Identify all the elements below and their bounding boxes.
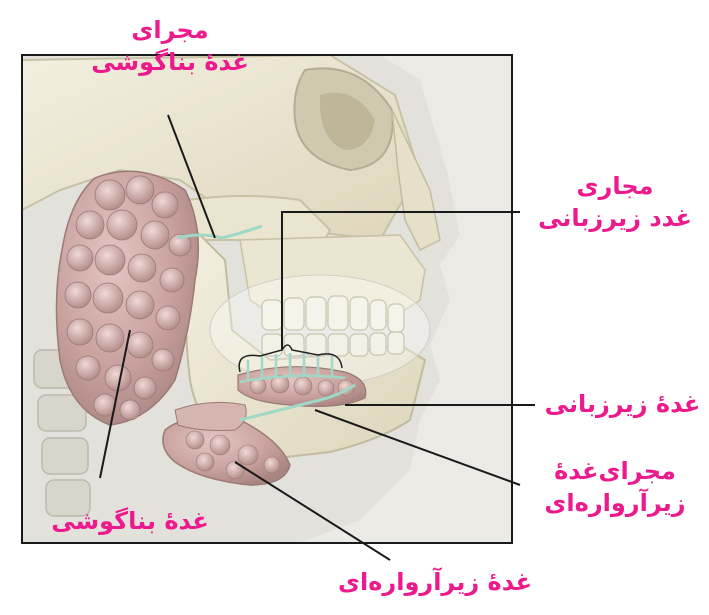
label-submandibular-duct: مجرای‌غدهٔ زیرآرواره‌ای [525,455,705,519]
label-submandibular-gland: غدهٔ زیرآرواره‌ای [320,566,550,598]
label-sublingual-ducts-line2: غدد زیرزبانی [525,202,705,234]
anatomy-art [22,55,512,543]
label-sublingual-gland: غدهٔ زیرزبانی [540,388,705,420]
label-parotid-duct-line2: غدهٔ بناگوشی [60,46,280,78]
label-sublingual-ducts-line1: مجاری [525,170,705,202]
label-submandibular-duct-line2: زیرآرواره‌ای [525,487,705,519]
label-sublingual-ducts: مجاری غدد زیرزبانی [525,170,705,234]
label-parotid-duct: مجرای غدهٔ بناگوشی [60,14,280,78]
label-parotid-duct-line1: مجرای [60,14,280,46]
label-parotid-gland: غدهٔ بناگوشی [30,505,230,537]
label-submandibular-duct-line1: مجرای‌غدهٔ [525,455,705,487]
